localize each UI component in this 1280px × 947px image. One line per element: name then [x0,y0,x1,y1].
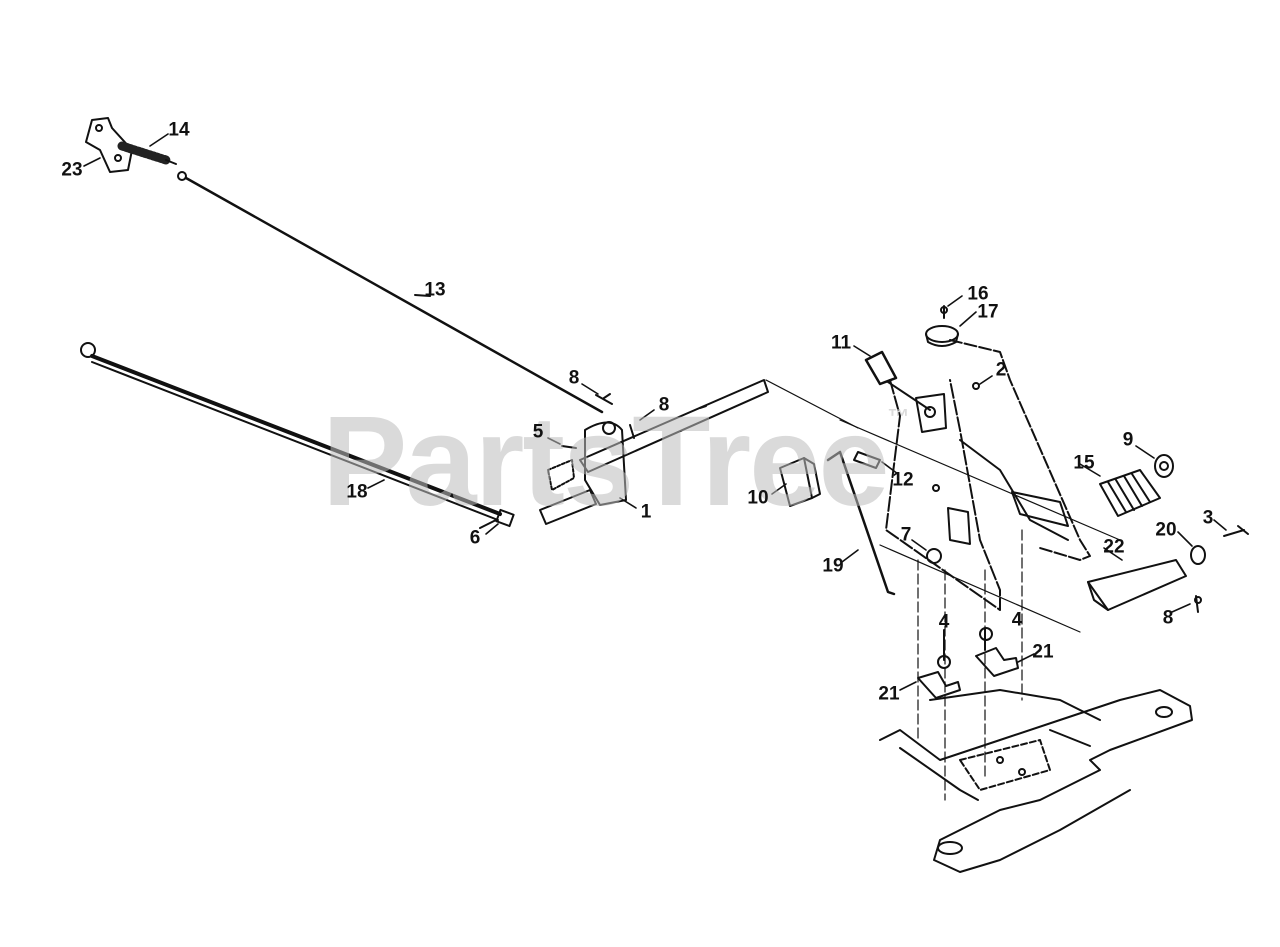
callout-11: 11 [830,332,852,354]
callout-15: 15 [1073,452,1095,474]
block-part-10 [779,457,821,507]
callout-21: 21 [1032,641,1054,663]
lever-part-11 [864,350,947,433]
watermark-trademark: ™ [887,404,910,429]
callout-12: 12 [892,469,914,491]
clamps-part-21 [917,627,1019,699]
callout-16: 16 [967,283,989,305]
callout-8: 8 [568,367,580,389]
callout-6: 6 [469,527,481,549]
nut-part-7 [926,548,942,564]
rod-part-19 [826,450,896,596]
callout-20: 20 [1155,519,1177,541]
callout-leaders [83,133,1227,691]
cable-part-13 [177,171,604,414]
callout-3: 3 [1202,507,1214,529]
callout-23: 23 [61,159,83,181]
watermark-logo: PartsTree™ [322,398,910,526]
callout-7: 7 [900,524,912,546]
spring-part-14 [117,141,177,165]
callout-9: 9 [1122,429,1134,451]
clip-part-12 [853,451,881,469]
callout-13: 13 [424,279,446,301]
callout-5: 5 [532,421,544,443]
base-frame [879,689,1193,873]
callout-1: 1 [640,501,652,523]
callout-19: 19 [822,555,844,577]
callout-18: 18 [346,481,368,503]
callout-10: 10 [747,487,769,509]
callout-8: 8 [658,394,670,416]
watermark-text: PartsTree [322,390,889,533]
hardware-fasteners [479,393,635,529]
callout-4: 4 [1011,609,1023,631]
grip-part-15 [1099,454,1174,517]
knob-part-17 [925,305,959,347]
callout-4: 4 [938,611,950,633]
rod-part-18 [80,342,515,528]
callout-14: 14 [168,119,190,141]
callout-8: 8 [1162,607,1174,629]
pedestal-frame [885,339,1091,611]
shaft-assembly-part-1 [539,379,769,525]
plate-part-22 [1087,525,1249,613]
bracket-part-23 [85,117,133,173]
callout-21: 21 [878,683,900,705]
callout-17: 17 [977,301,999,323]
callout-2: 2 [995,359,1007,381]
callout-22: 22 [1103,536,1125,558]
